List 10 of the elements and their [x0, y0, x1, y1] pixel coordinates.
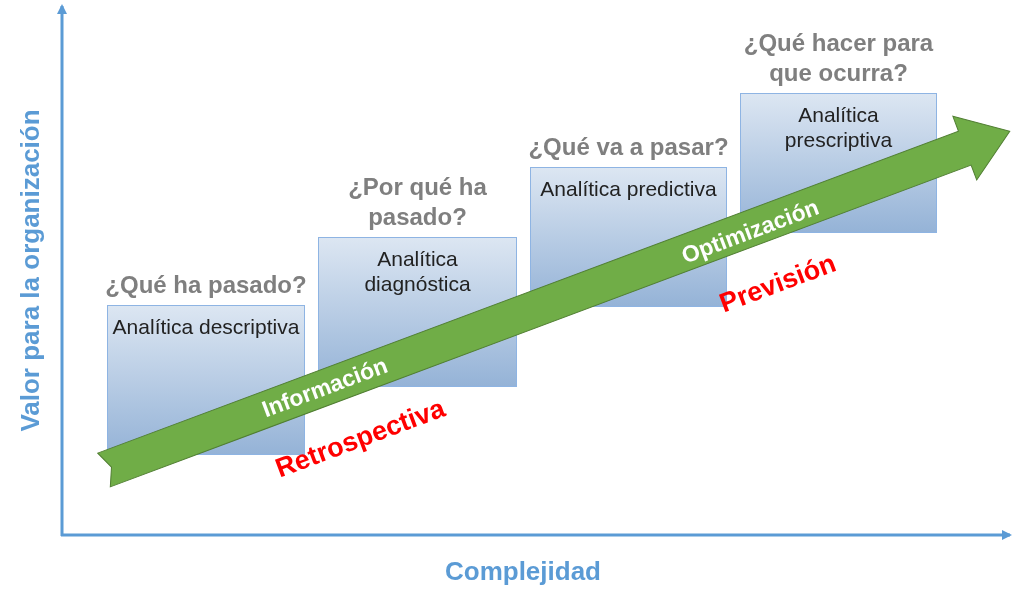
question-heading: ¿Por qué ha pasado? [347, 172, 488, 232]
question-heading: ¿Qué va a pasar? [527, 132, 730, 162]
step-label: Analítica prescriptiva [783, 102, 894, 152]
step-label: Analítica descriptiva [112, 314, 300, 339]
question-heading: ¿Qué ha pasado? [104, 270, 308, 300]
axis-title: Complejidad [445, 555, 601, 587]
step-label: Analítica predictiva [539, 176, 718, 201]
question-heading: ¿Qué hacer para que ocurra? [742, 28, 935, 88]
axis-title: Valor para la organización [14, 108, 46, 432]
step-label: Analítica diagnóstica [363, 246, 472, 296]
